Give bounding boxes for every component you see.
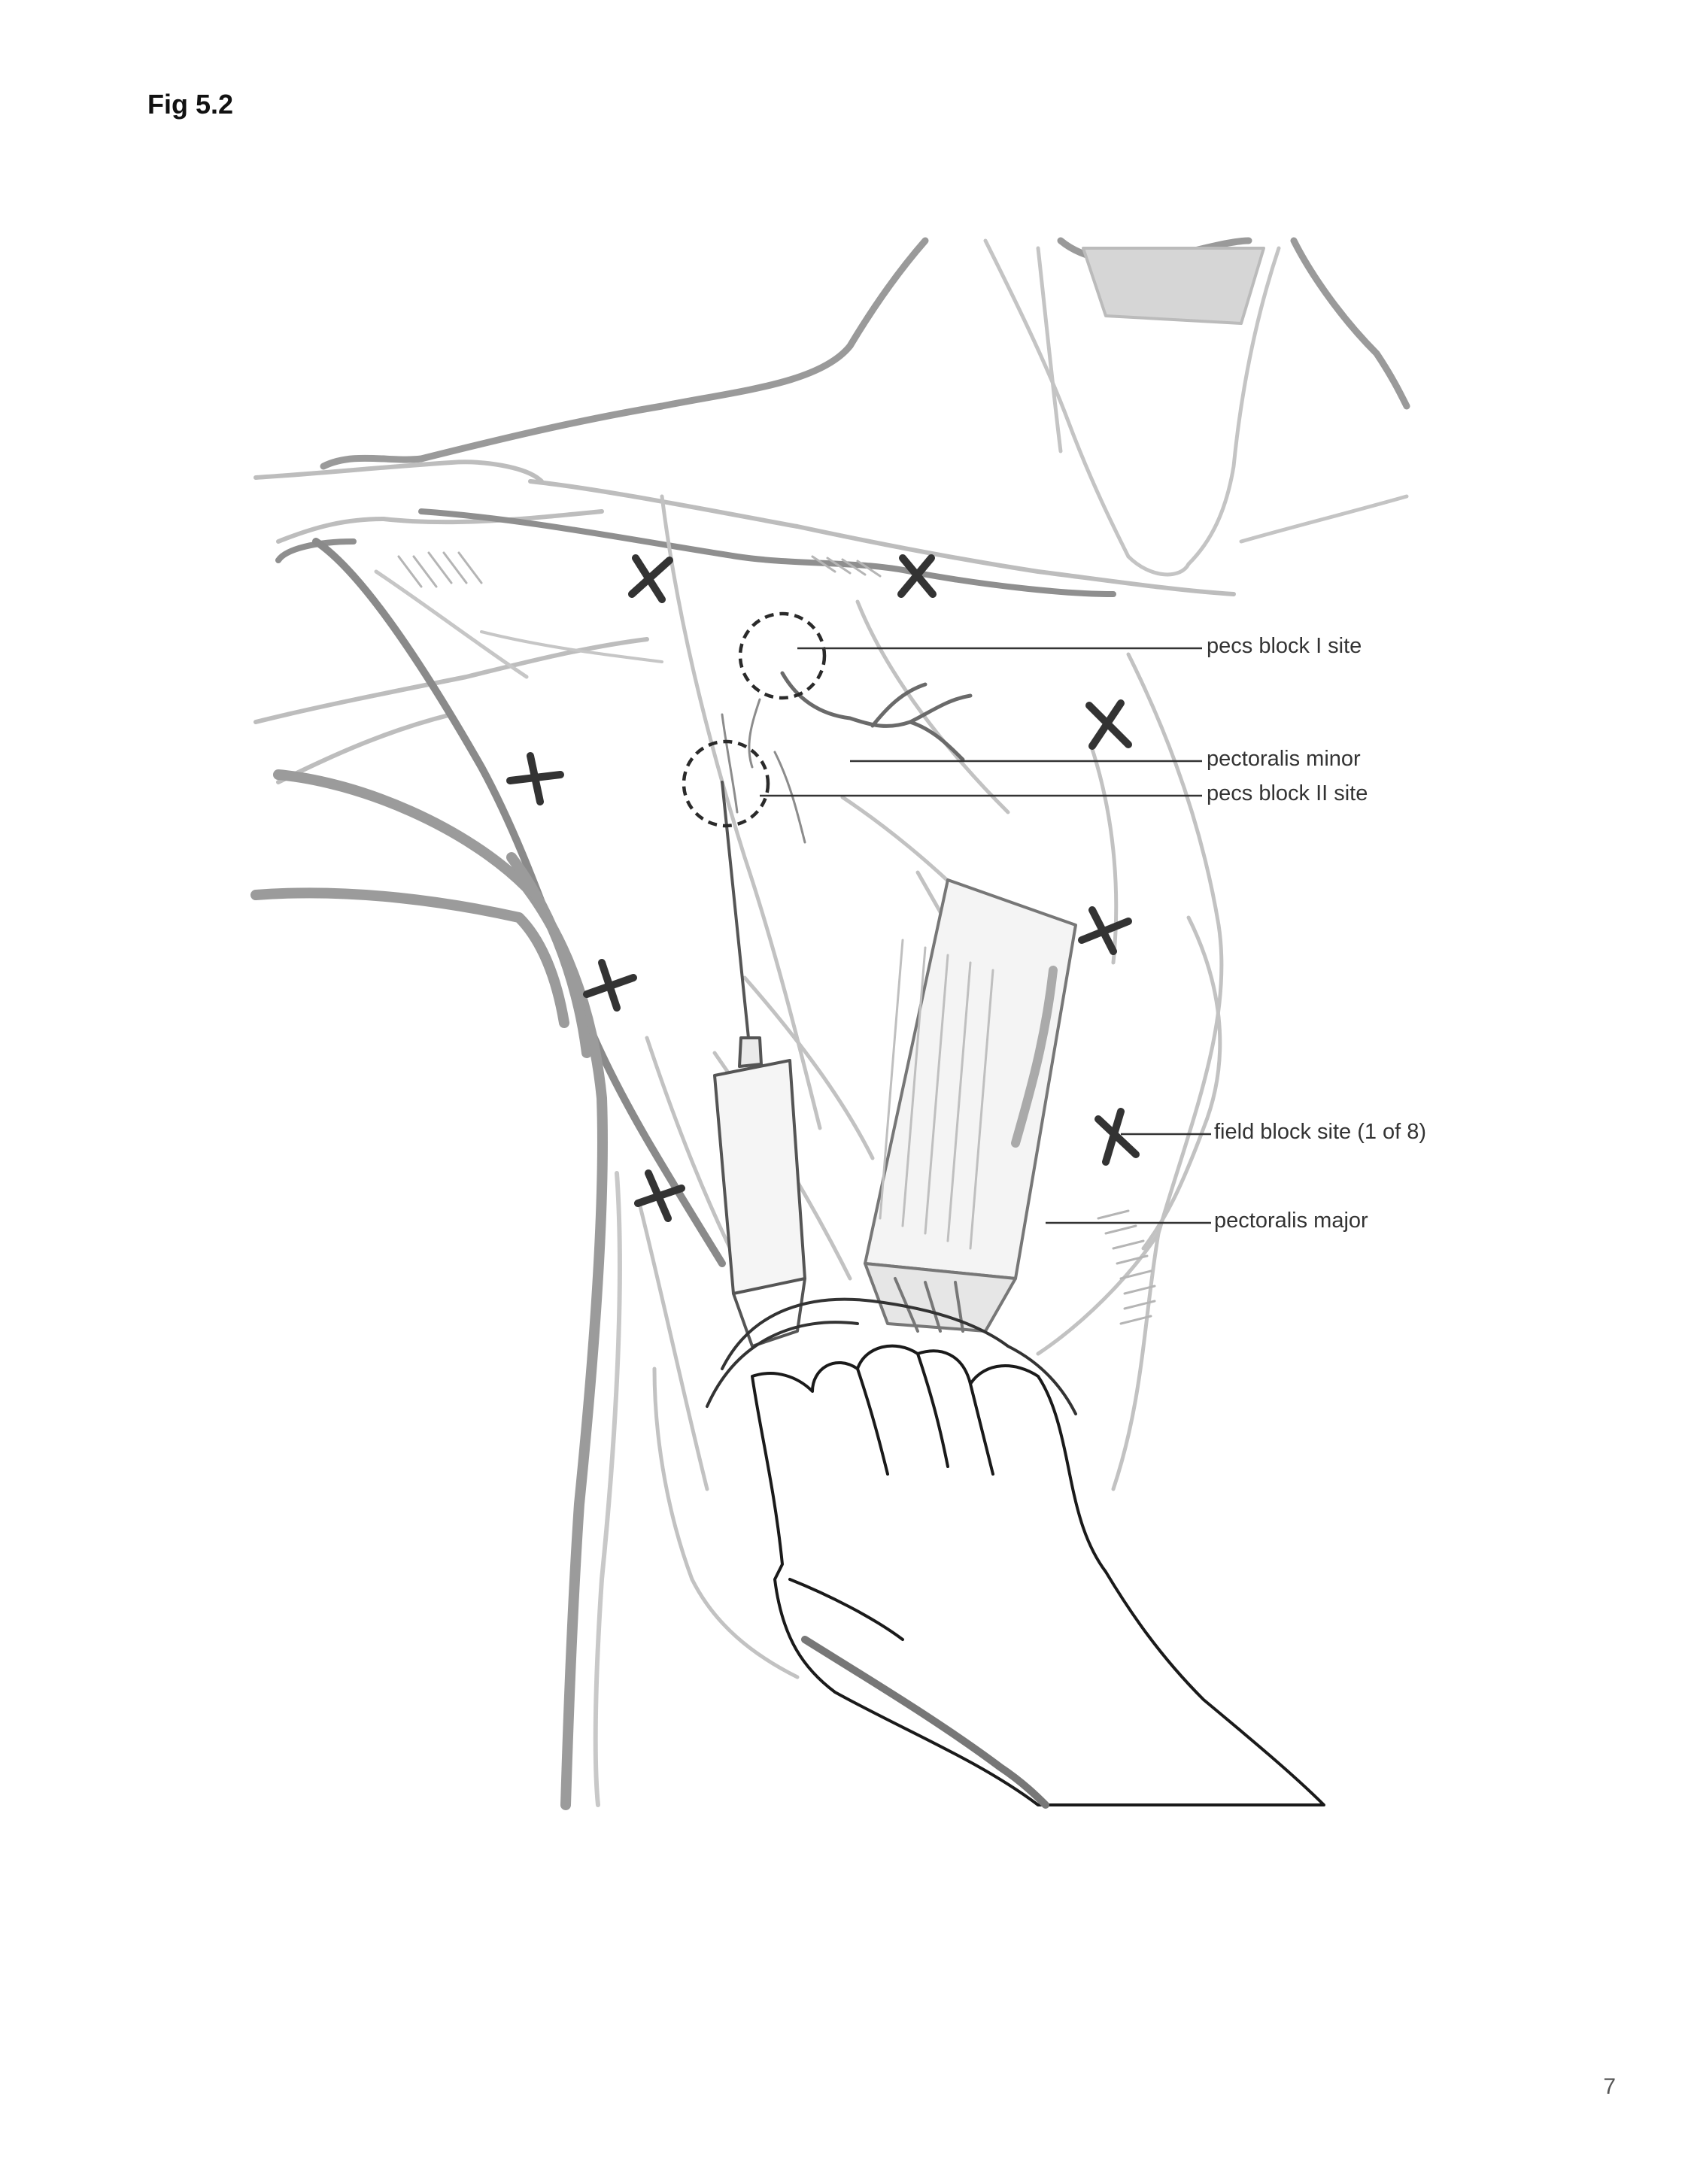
label-pecs-block-2-site: pecs block II site	[1207, 781, 1368, 805]
x-mark-icon	[897, 554, 937, 598]
pecs-block-markers	[682, 611, 827, 828]
x-mark-icon	[628, 554, 673, 603]
dashed-circle-icon	[738, 611, 827, 700]
x-mark-icon	[506, 752, 564, 805]
deltoid-outline	[312, 538, 726, 1267]
label-pecs-block-1-site: pecs block I site	[1207, 634, 1362, 658]
page-number: 7	[1603, 2074, 1616, 2099]
pectoral-nerve	[780, 671, 973, 762]
dashed-circle-icon	[682, 739, 770, 828]
syringe	[713, 781, 806, 1348]
retractor	[864, 878, 1077, 1333]
clavicle	[275, 508, 1116, 597]
x-mark-icon	[1078, 906, 1132, 955]
x-mark-icon	[634, 1169, 685, 1222]
figure-title: Fig 5.2	[147, 89, 234, 120]
shoulder-outline	[254, 460, 1236, 784]
arm-outline	[250, 769, 608, 1810]
incision	[706, 1297, 1077, 1415]
sternal-notch-shading	[1082, 247, 1265, 325]
leader-lines	[760, 647, 1211, 1224]
field-block-markers	[506, 554, 1140, 1222]
x-mark-icon	[1085, 699, 1132, 750]
label-pectoralis-major: pectoralis major	[1214, 1209, 1368, 1233]
hand	[751, 1344, 1325, 1806]
x-mark-icon	[1094, 1108, 1140, 1166]
x-mark-icon	[583, 959, 637, 1012]
label-pectoralis-minor: pectoralis minor	[1207, 747, 1361, 771]
label-field-block-site: field block site (1 of 8)	[1214, 1120, 1427, 1144]
neck-detail	[983, 238, 1409, 577]
